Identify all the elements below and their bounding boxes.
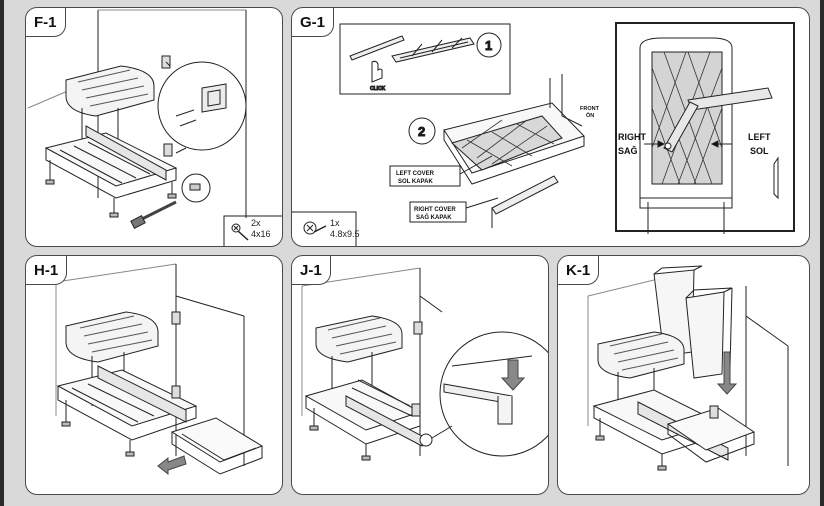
hardware-qty: 2x bbox=[251, 218, 261, 228]
k1-illustration bbox=[587, 265, 789, 471]
left-cover-label: LEFT COVER bbox=[396, 171, 435, 177]
h1-illustration bbox=[55, 263, 264, 476]
panel-label: J-1 bbox=[292, 256, 331, 285]
instruction-sheet: F-1 2x 4x16 CLICK 1 2 bbox=[4, 0, 820, 506]
panel-h1: H-1 bbox=[25, 255, 283, 495]
right-cover-label: RIGHT COVER bbox=[414, 207, 456, 213]
panel-label: K-1 bbox=[558, 256, 600, 285]
panel-label: H-1 bbox=[26, 256, 68, 285]
f1-illustration bbox=[27, 9, 282, 246]
panel-k1: K-1 bbox=[557, 255, 810, 495]
hardware-spec: 1x 4.8x9.5 bbox=[330, 218, 360, 240]
click-label: CLICK bbox=[370, 86, 386, 92]
left-label: LEFT bbox=[748, 132, 771, 142]
panel-label: F-1 bbox=[26, 8, 66, 37]
hardware-spec: 2x 4x16 bbox=[251, 218, 271, 240]
panel-f1: F-1 2x 4x16 bbox=[25, 7, 283, 247]
right-label: RIGHT bbox=[618, 132, 647, 142]
j1-illustration bbox=[301, 267, 548, 461]
panel-label: G-1 bbox=[292, 8, 335, 37]
front-label-tr: ÖN bbox=[586, 112, 594, 119]
left-label-tr: SOL bbox=[750, 146, 769, 156]
step-2-number: 2 bbox=[418, 124, 425, 139]
hardware-size: 4.8x9.5 bbox=[330, 229, 360, 239]
step-1-number: 1 bbox=[485, 38, 492, 53]
right-label-tr: SAĞ bbox=[618, 145, 638, 156]
left-cover-label-tr: SOL KAPAK bbox=[398, 179, 433, 185]
panel-j1: J-1 bbox=[291, 255, 549, 495]
hardware-qty: 1x bbox=[330, 218, 340, 228]
g1-illustration: CLICK 1 2 bbox=[292, 22, 795, 246]
right-cover-label-tr: SAĞ KAPAK bbox=[416, 213, 452, 221]
panel-g1: CLICK 1 2 bbox=[291, 7, 810, 247]
hardware-size: 4x16 bbox=[251, 229, 271, 239]
front-label: FRONT bbox=[580, 106, 600, 112]
